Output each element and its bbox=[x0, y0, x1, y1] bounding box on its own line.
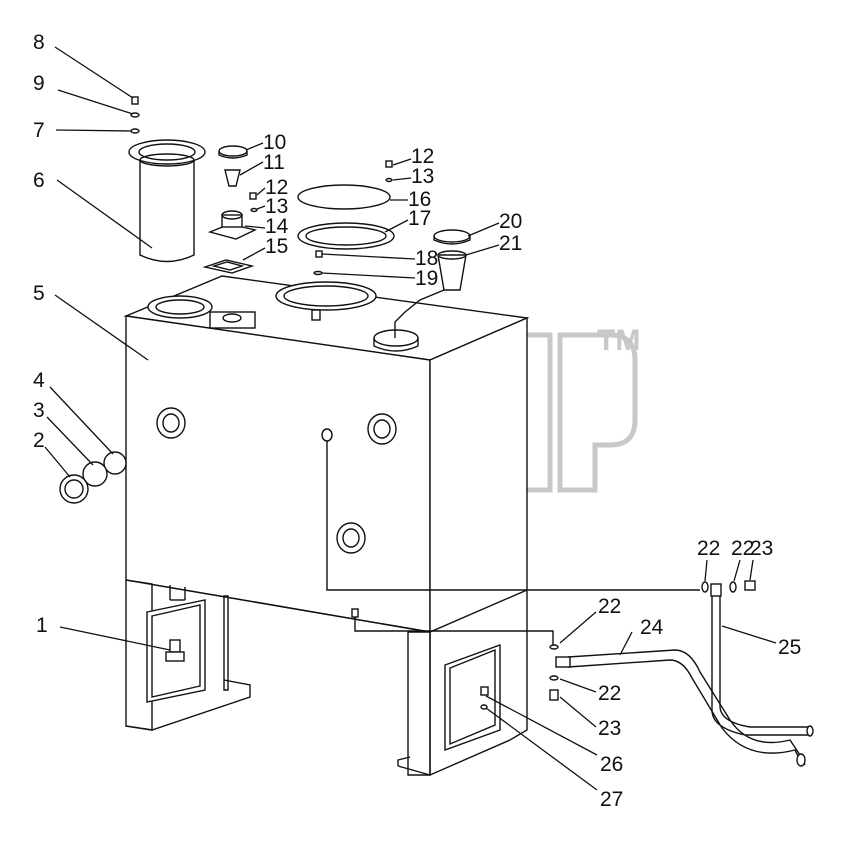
cover-plate bbox=[297, 160, 395, 276]
drain-fittings bbox=[165, 639, 489, 710]
callout-1: 1 bbox=[36, 614, 48, 637]
callout-19: 19 bbox=[415, 267, 438, 290]
callout-4: 4 bbox=[33, 369, 45, 392]
callout-18: 18 bbox=[415, 247, 438, 270]
callout-22: 22 bbox=[731, 537, 754, 560]
plug-set bbox=[59, 451, 127, 504]
callout-3: 3 bbox=[33, 399, 45, 422]
callout-22: 22 bbox=[697, 537, 720, 560]
callout-12: 12 bbox=[411, 145, 434, 168]
callout-13: 13 bbox=[411, 165, 434, 188]
callout-23: 23 bbox=[750, 537, 773, 560]
trademark-mark: TM bbox=[597, 324, 640, 357]
callout-14: 14 bbox=[265, 215, 289, 238]
right-breather bbox=[394, 229, 471, 338]
callout-22: 22 bbox=[598, 682, 621, 705]
callout-12: 12 bbox=[265, 176, 288, 199]
callout-17: 17 bbox=[408, 207, 431, 230]
pipe-assembly bbox=[326, 441, 814, 767]
callout-21: 21 bbox=[499, 232, 522, 255]
callout-15: 15 bbox=[265, 235, 288, 258]
callout-2: 2 bbox=[33, 429, 45, 452]
callout-6: 6 bbox=[33, 169, 45, 192]
callout-numbers: 8 9 7 6 5 4 3 2 1 10 11 12 13 14 15 12 1… bbox=[33, 31, 801, 811]
callout-7: 7 bbox=[33, 119, 45, 142]
callout-11: 11 bbox=[263, 151, 285, 174]
leader-lines bbox=[44, 46, 777, 791]
callout-24: 24 bbox=[640, 616, 664, 639]
callout-23: 23 bbox=[598, 717, 621, 740]
breather-parts bbox=[202, 145, 258, 274]
callout-10: 10 bbox=[263, 131, 286, 154]
callout-16: 16 bbox=[408, 188, 431, 211]
callout-26: 26 bbox=[600, 753, 623, 776]
callout-8: 8 bbox=[33, 31, 45, 54]
filler-neck bbox=[128, 96, 206, 263]
callout-27: 27 bbox=[600, 788, 623, 811]
tank-body bbox=[123, 275, 530, 776]
callout-9: 9 bbox=[33, 72, 45, 95]
callout-22: 22 bbox=[598, 595, 621, 618]
callout-13: 13 bbox=[265, 195, 288, 218]
callout-5: 5 bbox=[33, 282, 45, 305]
callout-20: 20 bbox=[499, 210, 522, 233]
callout-25: 25 bbox=[778, 636, 801, 659]
